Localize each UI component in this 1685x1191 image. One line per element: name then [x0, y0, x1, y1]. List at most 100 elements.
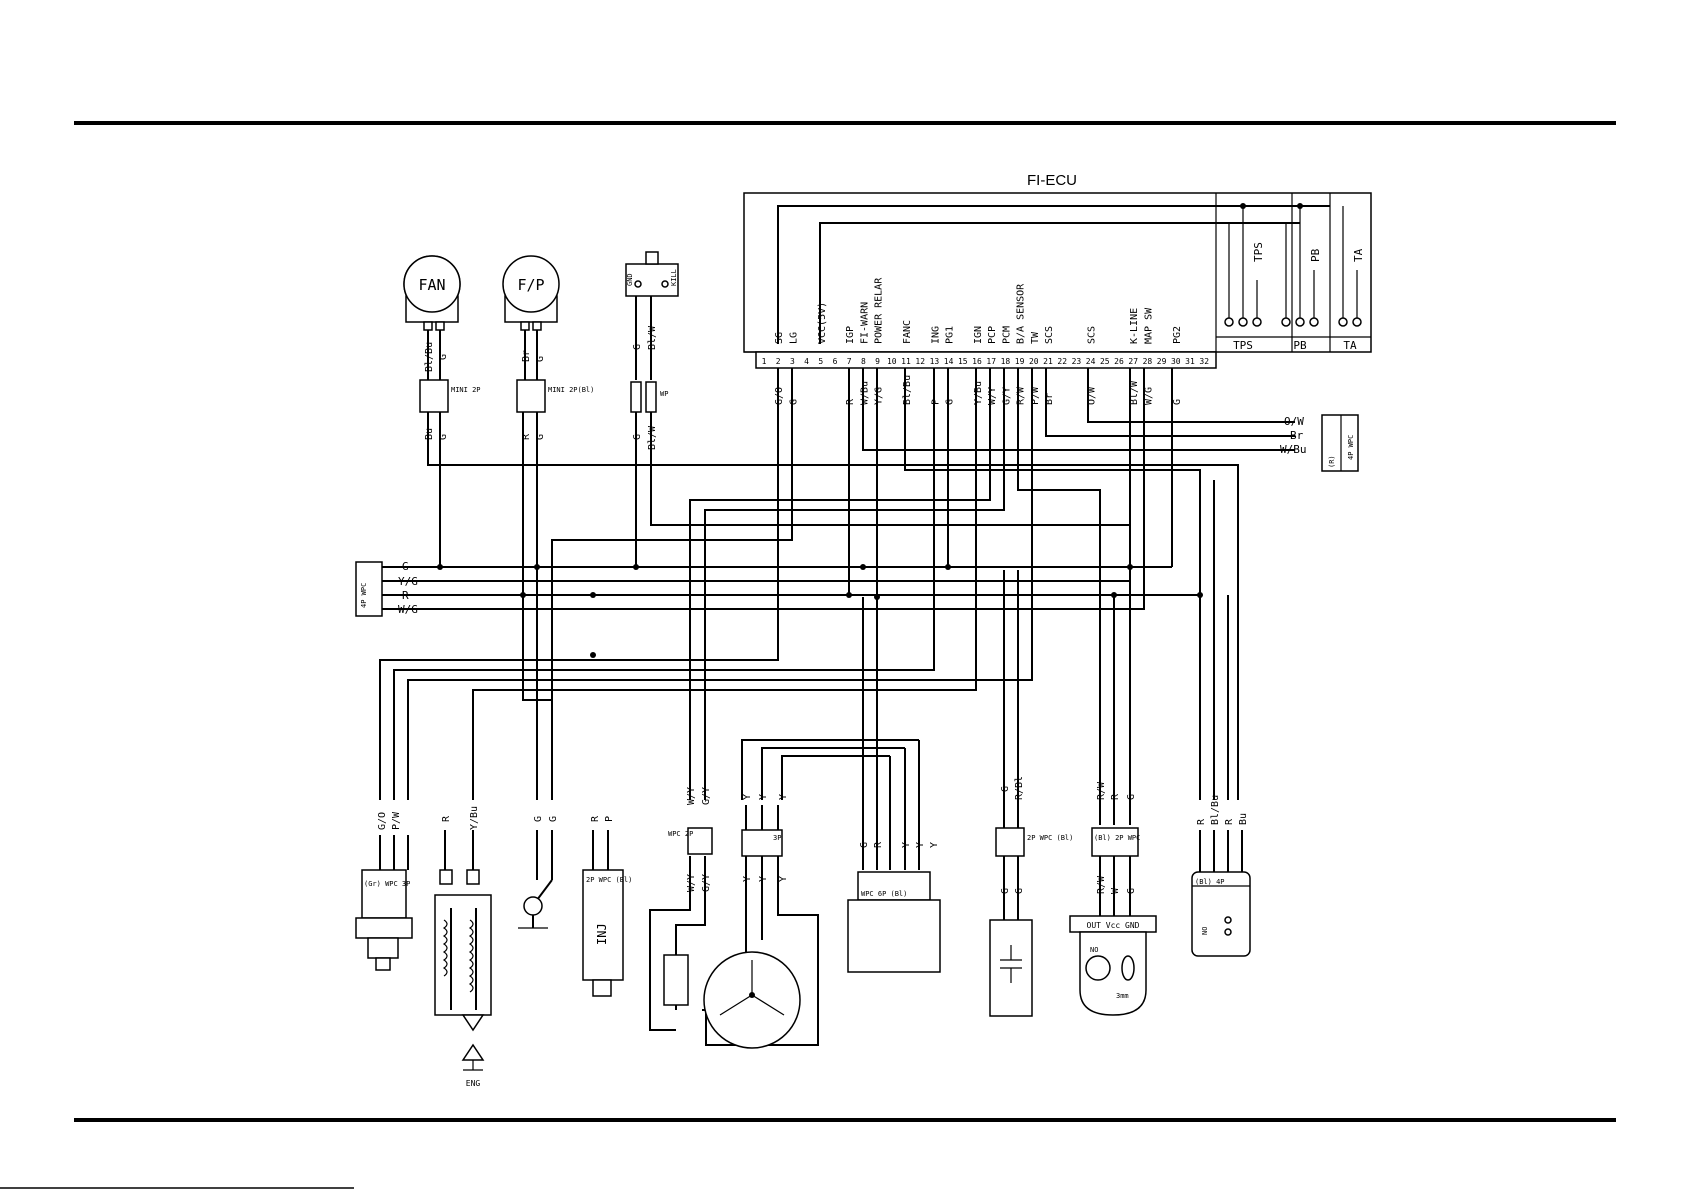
rsw-connector: (Bl) 4P — [1195, 878, 1225, 886]
ground-wire-2: G — [548, 816, 559, 822]
right-connector-label: 4P WPC — [1347, 435, 1355, 460]
tilt-sensor: R/W R G (Bl) 2P WPC R/W W G OUT Vcc GND … — [1069, 490, 1157, 1016]
right-4p-connector: 4P WPC (R) O/W Br W/Bu — [1280, 414, 1359, 472]
reg-connector: WPC 6P (Bl) — [861, 890, 907, 898]
ground-terminal: G G — [518, 816, 559, 929]
ecu-pin-label: VCC(5V) — [817, 302, 828, 344]
left-wire-wg: W/G — [398, 603, 418, 616]
stator-wire-bottom-1: Y — [742, 876, 753, 882]
pulser-connector: WPC 2P — [668, 830, 693, 838]
reg-wire-1: G — [859, 842, 870, 848]
tilt-terminals: OUT Vcc GND — [1087, 921, 1140, 930]
ecu-pin-number: 10 — [887, 357, 897, 366]
tilt-no-label: NO — [1090, 946, 1098, 954]
pulser-wire-bottom-2: G/Y — [701, 874, 712, 892]
ecu-wire-color-label: W/G — [1143, 387, 1154, 405]
left-wire-yg: Y/G — [398, 575, 418, 588]
ecu-pin-number: 12 — [915, 357, 925, 366]
fan-motor: FAN Bl/Bu G MINI 2P Bu G — [403, 255, 1239, 800]
ecu-wire-color-label: Y/G — [874, 387, 885, 405]
ecu-pin-number: 25 — [1100, 357, 1110, 366]
ecu-pin-label: K-LINE — [1129, 308, 1140, 344]
inj-connector: 2P WPC (Bl) — [586, 876, 632, 884]
ecu-wire-color-label: G — [945, 399, 956, 405]
ecu-pin-number: 9 — [875, 357, 880, 366]
ecu-pin-number: 18 — [1001, 357, 1011, 366]
coil-label: ENG — [466, 1079, 481, 1088]
cap-wire-top-2: R/Bl — [1014, 776, 1025, 800]
sensor-label-ta: TA — [1352, 248, 1365, 262]
ecu-pin-label: FANC — [902, 320, 913, 344]
ecu-pin-number: 2 — [776, 357, 781, 366]
rsw-wire-2: Bl/Bu — [1210, 795, 1221, 825]
ecu-pin-number: 14 — [944, 357, 954, 366]
stator-wire-top-1: Y — [742, 794, 753, 800]
ecu-pin-label: LG — [788, 332, 799, 344]
cap-wire-top-1: G — [1000, 786, 1011, 792]
reg-wire-3: Y — [901, 842, 912, 848]
tilt-wire-top-3: G — [1126, 794, 1137, 800]
ecu-pin-label: POWER RELAR — [874, 277, 885, 344]
coil-wire-2: Y/Bu — [469, 806, 480, 830]
ecu-pin-label: TW — [1030, 331, 1041, 344]
tilt-wire-bottom-2: W — [1110, 887, 1121, 894]
capacitor: G R/Bl 2P WPC (Bl) G G — [989, 570, 1073, 1017]
ecu-wire-color-label: W/Bu — [859, 381, 870, 405]
ecu-pin-number: 31 — [1185, 357, 1195, 366]
fan-wire-bottom-2: G — [438, 434, 449, 440]
rsw-wire-4: Bu — [1238, 813, 1249, 825]
fan-wire-top-1: Bl/Bu — [424, 342, 435, 372]
ecu-pin-number: 23 — [1072, 357, 1082, 366]
ecu-wire-color-label: G — [1172, 399, 1183, 405]
stator-wire-top-3: Y — [778, 794, 789, 800]
bus-lines — [380, 564, 1203, 658]
inj-wire-1: R — [590, 815, 601, 822]
ecu-wire-color-label: Bl/W — [1129, 380, 1140, 405]
stator-wire-bottom-2: Y — [758, 876, 769, 882]
ecu-wire-color-label: Br — [1044, 393, 1055, 405]
ecu-wire-color-label: R/W — [1016, 386, 1027, 405]
coil-wire-1: R — [441, 815, 452, 822]
ground-wire-1: G — [533, 816, 544, 822]
ecu-pin-number: 20 — [1029, 357, 1039, 366]
left-wire-g: G — [402, 560, 409, 573]
ecu-pin-number: 19 — [1015, 357, 1025, 366]
ecu-pin-number: 5 — [818, 357, 823, 366]
cap-wire-bottom-2: G — [1014, 888, 1025, 894]
ignition-coil: R Y/Bu ENG — [434, 806, 492, 1088]
sensor-label-pb: PB — [1309, 248, 1322, 262]
ecu-pin-number: 32 — [1199, 357, 1209, 366]
left-connector-label: 4P WPC — [360, 583, 368, 608]
right-wire-br: Br — [1290, 429, 1304, 442]
ecu-pin-number: 4 — [804, 357, 809, 366]
ecu-pin-number: 16 — [972, 357, 982, 366]
right-wire-wbu: W/Bu — [1280, 443, 1307, 456]
ecu-pin-number: 8 — [861, 357, 866, 366]
ecu-wire-color-label: G — [788, 399, 799, 405]
ecu-pin-label: IGN — [973, 326, 984, 344]
ecu-pin-label: PG1 — [945, 326, 956, 344]
right-wire-ow: O/W — [1284, 415, 1304, 428]
sensor-box-ta: TA — [1343, 339, 1357, 352]
fp-wire-top-2: G — [535, 356, 546, 362]
ecu-pin-number: 3 — [790, 357, 795, 366]
cap-wire-bottom-1: G — [1000, 888, 1011, 894]
fuel-pump-label: F/P — [517, 276, 544, 294]
ecu-pin-label: FI-WARN — [859, 302, 870, 344]
ecu-pin-number: 13 — [930, 357, 940, 366]
fan-wire-top-2: G — [438, 354, 449, 360]
sensor-label-tps: TPS — [1252, 242, 1265, 262]
rsw-no-label: NO — [1201, 927, 1209, 935]
ecu-pin-number: 1 — [762, 357, 767, 366]
ecu-pin-label: PCM — [1001, 326, 1012, 344]
injector: R P 2P WPC (Bl) INJ — [582, 815, 632, 997]
ecu-wire-color-label: R — [845, 398, 856, 405]
kill-switch: GND KILL G Bl/W WP G Bl/W — [625, 251, 1130, 567]
fuel-pump: F/P Br G MINI 2P(Bl) R G — [502, 255, 594, 800]
map-sensor: G/O P/W (Gr) WPC 3P — [355, 811, 413, 971]
kill-wire-top-1: G — [632, 344, 643, 350]
tilt-wire-top-1: R/W — [1096, 781, 1107, 800]
